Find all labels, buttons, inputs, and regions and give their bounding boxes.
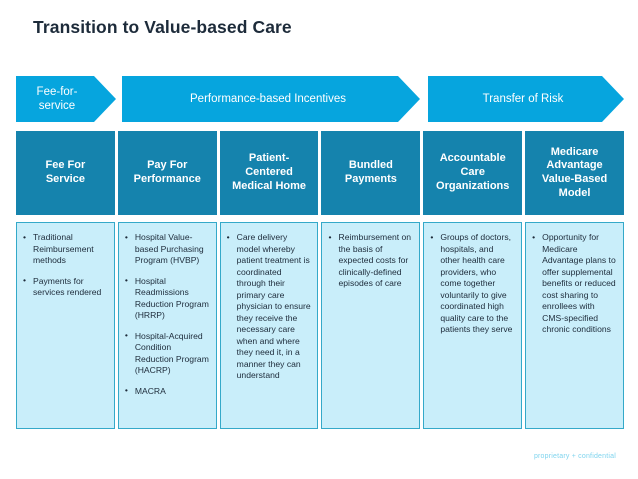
arrow-stage-fee-for-service: Fee-for- service [16,76,116,122]
column-patient-centered-medical-home: Patient- Centered Medical Home Care deli… [219,131,319,429]
column-pay-for-performance: Pay For Performance Hospital Value-based… [117,131,217,429]
bullet-list: Opportunity for Medicare Advantage plans… [531,232,617,336]
column-header: Medicare Advantage Value-Based Model [525,131,624,215]
list-item: Hospital Value-based Purchasing Program … [124,232,210,267]
bullet-list: Reimbursement on the basis of expected c… [327,232,413,290]
column-header: Accountable Care Organizations [423,131,523,215]
column-header: Fee For Service [16,131,115,215]
column-fee-for-service: Fee For Service Traditional Reimbursemen… [16,131,115,429]
bullet-list: Care delivery model whereby patient trea… [226,232,312,382]
bullet-list: Traditional Reimbursement methods Paymen… [22,232,108,299]
column-body: Traditional Reimbursement methods Paymen… [16,222,115,429]
column-body: Reimbursement on the basis of expected c… [321,222,421,429]
column-body: Care delivery model whereby patient trea… [219,222,319,429]
list-item: MACRA [124,385,210,398]
column-body: Groups of doctors, hospitals, and other … [423,222,523,429]
column-header: Patient- Centered Medical Home [219,131,319,215]
column-body: Opportunity for Medicare Advantage plans… [525,222,624,429]
list-item: Traditional Reimbursement methods [22,232,108,267]
list-item: Hospital-Acquired Condition Reduction Pr… [124,330,210,377]
column-body: Hospital Value-based Purchasing Program … [117,222,217,429]
list-item: Opportunity for Medicare Advantage plans… [531,232,617,336]
arrow-stage-transfer-of-risk: Transfer of Risk [428,76,624,122]
list-item: Groups of doctors, hospitals, and other … [429,232,515,336]
footer-confidentiality-note: proprietary + confidential [533,453,616,460]
model-columns: Fee For Service Traditional Reimbursemen… [16,131,624,429]
arrow-label: Fee-for- service [36,85,78,112]
bullet-list: Hospital Value-based Purchasing Program … [124,232,210,397]
arrow-label: Performance-based Incentives [190,92,346,105]
column-accountable-care-organizations: Accountable Care Organizations Groups of… [423,131,523,429]
column-header: Pay For Performance [117,131,217,215]
column-medicare-advantage-value-based-model: Medicare Advantage Value-Based Model Opp… [525,131,624,429]
progression-arrow-band: Fee-for- service Performance-based Incen… [16,76,624,122]
bullet-list: Groups of doctors, hospitals, and other … [429,232,515,336]
list-item: Care delivery model whereby patient trea… [226,232,312,382]
arrow-label: Transfer of Risk [482,92,564,105]
page-title: Transition to Value-based Care [33,17,292,37]
list-item: Reimbursement on the basis of expected c… [327,232,413,290]
column-header: Bundled Payments [321,131,421,215]
list-item: Hospital Readmissions Reduction Program … [124,275,210,322]
column-bundled-payments: Bundled Payments Reimbursement on the ba… [321,131,421,429]
list-item: Payments for services rendered [22,275,108,299]
arrow-stage-performance-based-incentives: Performance-based Incentives [122,76,420,122]
